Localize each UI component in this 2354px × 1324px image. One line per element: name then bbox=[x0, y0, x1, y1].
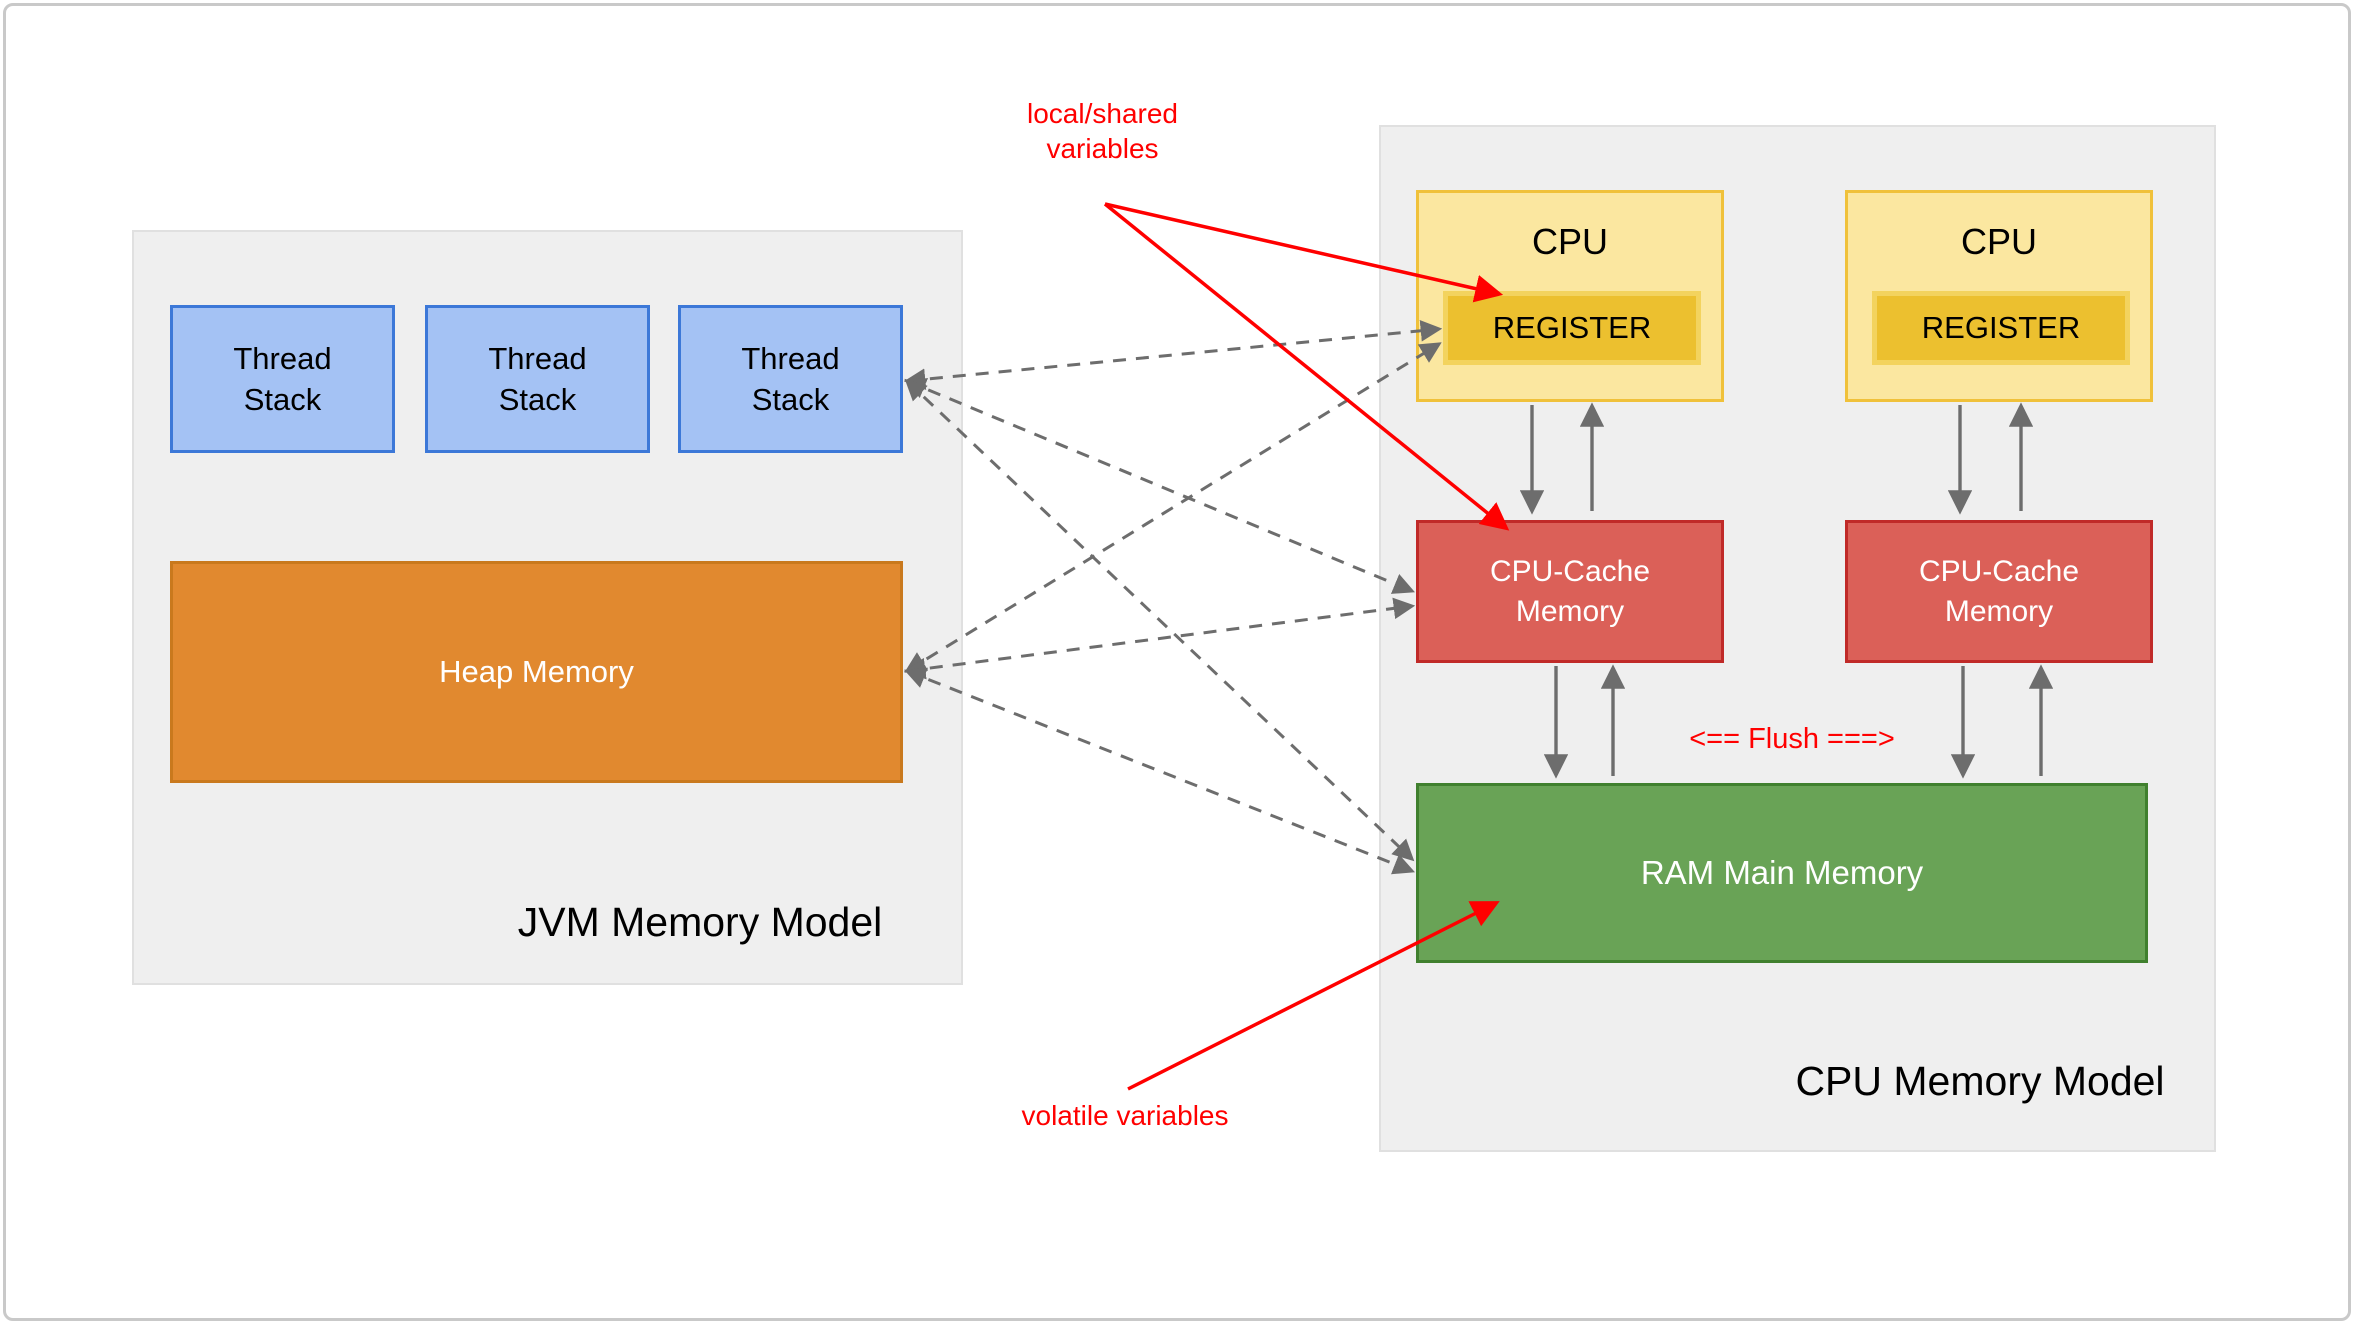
cpu-cache-box-2: CPU-Cache Memory bbox=[1845, 520, 2153, 663]
cpu-box-2: CPU REGISTER bbox=[1845, 190, 2153, 402]
ram-main-memory-label: RAM Main Memory bbox=[1640, 854, 1924, 891]
cpu-cache-box-1: CPU-Cache Memory bbox=[1416, 520, 1724, 663]
dashed-arrow-heap-cache bbox=[903, 597, 1416, 680]
dashed-arrow-stack-register bbox=[903, 320, 1443, 390]
thread-stack-box-3: Thread Stack bbox=[678, 305, 903, 453]
cpu-panel-title: CPU Memory Model bbox=[1795, 1058, 2165, 1104]
flush-note: <== Flush ===> bbox=[1689, 723, 1895, 755]
dashed-arrow-stack-ram bbox=[904, 378, 1415, 862]
dashed-arrow-heap-register bbox=[904, 342, 1442, 673]
thread-stack-label: Thread Stack bbox=[741, 341, 840, 417]
cpu-cache-label: CPU-Cache Memory bbox=[1489, 554, 1651, 628]
local-shared-variables-note: local/shared variables bbox=[1027, 98, 1178, 164]
register-label: REGISTER bbox=[1921, 310, 2081, 345]
cpu-cache-label: CPU-Cache Memory bbox=[1918, 554, 2080, 628]
jvm-panel-title: JVM Memory Model bbox=[517, 899, 883, 945]
thread-stack-label: Thread Stack bbox=[488, 341, 587, 417]
thread-stack-box-2: Thread Stack bbox=[425, 305, 650, 453]
ram-main-memory-box: RAM Main Memory bbox=[1416, 783, 2148, 963]
cpu-label: CPU bbox=[1531, 221, 1608, 262]
register-box-2: REGISTER bbox=[1872, 291, 2130, 365]
thread-stack-label: Thread Stack bbox=[233, 341, 332, 417]
dashed-arrow-stack-cache bbox=[904, 378, 1415, 594]
heap-memory-label: Heap Memory bbox=[439, 654, 634, 689]
cpu-label: CPU bbox=[1960, 221, 2037, 262]
heap-memory-box: Heap Memory bbox=[170, 561, 903, 783]
dashed-arrow-heap-ram bbox=[903, 667, 1416, 875]
register-box-1: REGISTER bbox=[1443, 291, 1701, 365]
thread-stack-box-1: Thread Stack bbox=[170, 305, 395, 453]
cpu-box-1: CPU REGISTER bbox=[1416, 190, 1724, 402]
register-label: REGISTER bbox=[1492, 310, 1652, 345]
volatile-variables-note: volatile variables bbox=[1021, 1100, 1229, 1131]
